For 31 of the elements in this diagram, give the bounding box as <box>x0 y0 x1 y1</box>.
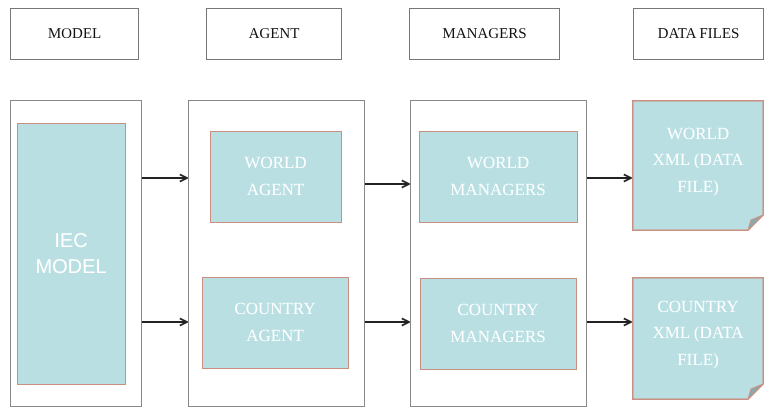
node-label: COUNTRY AGENT <box>233 298 317 346</box>
process-box <box>210 130 342 222</box>
node-label: WORLD AGENT <box>243 152 308 200</box>
column-panel <box>188 100 365 407</box>
node-label: WORLD XML (DATA FILE) <box>651 122 745 198</box>
process-box <box>16 122 126 384</box>
arrow <box>142 318 188 326</box>
arrow <box>587 318 632 326</box>
node-label: MANAGERS <box>442 26 527 42</box>
column-panel <box>410 100 587 407</box>
node-label: MODEL <box>48 26 102 42</box>
arrow <box>587 174 632 182</box>
node-label: WORLD MANAGERS <box>449 152 547 200</box>
process-box <box>202 276 348 368</box>
process-box <box>420 278 576 370</box>
column-header-box <box>10 8 139 60</box>
process-box <box>418 130 578 222</box>
column-header-box <box>633 8 764 60</box>
node-label: DATA FILES <box>658 26 740 42</box>
node-label: COUNTRY MANAGERS <box>449 299 547 348</box>
arrow <box>365 318 410 326</box>
data-file-shape <box>632 277 764 400</box>
data-file-shape <box>632 100 764 231</box>
arrow <box>142 174 188 182</box>
node-label: AGENT <box>248 26 300 42</box>
column-panel <box>10 100 142 407</box>
column-header-box <box>206 8 342 60</box>
arrow <box>365 180 410 188</box>
node-label: IEC MODEL <box>34 228 108 280</box>
node-label: COUNTRY XML (DATA FILE) <box>651 296 745 371</box>
column-header-box <box>409 8 560 60</box>
